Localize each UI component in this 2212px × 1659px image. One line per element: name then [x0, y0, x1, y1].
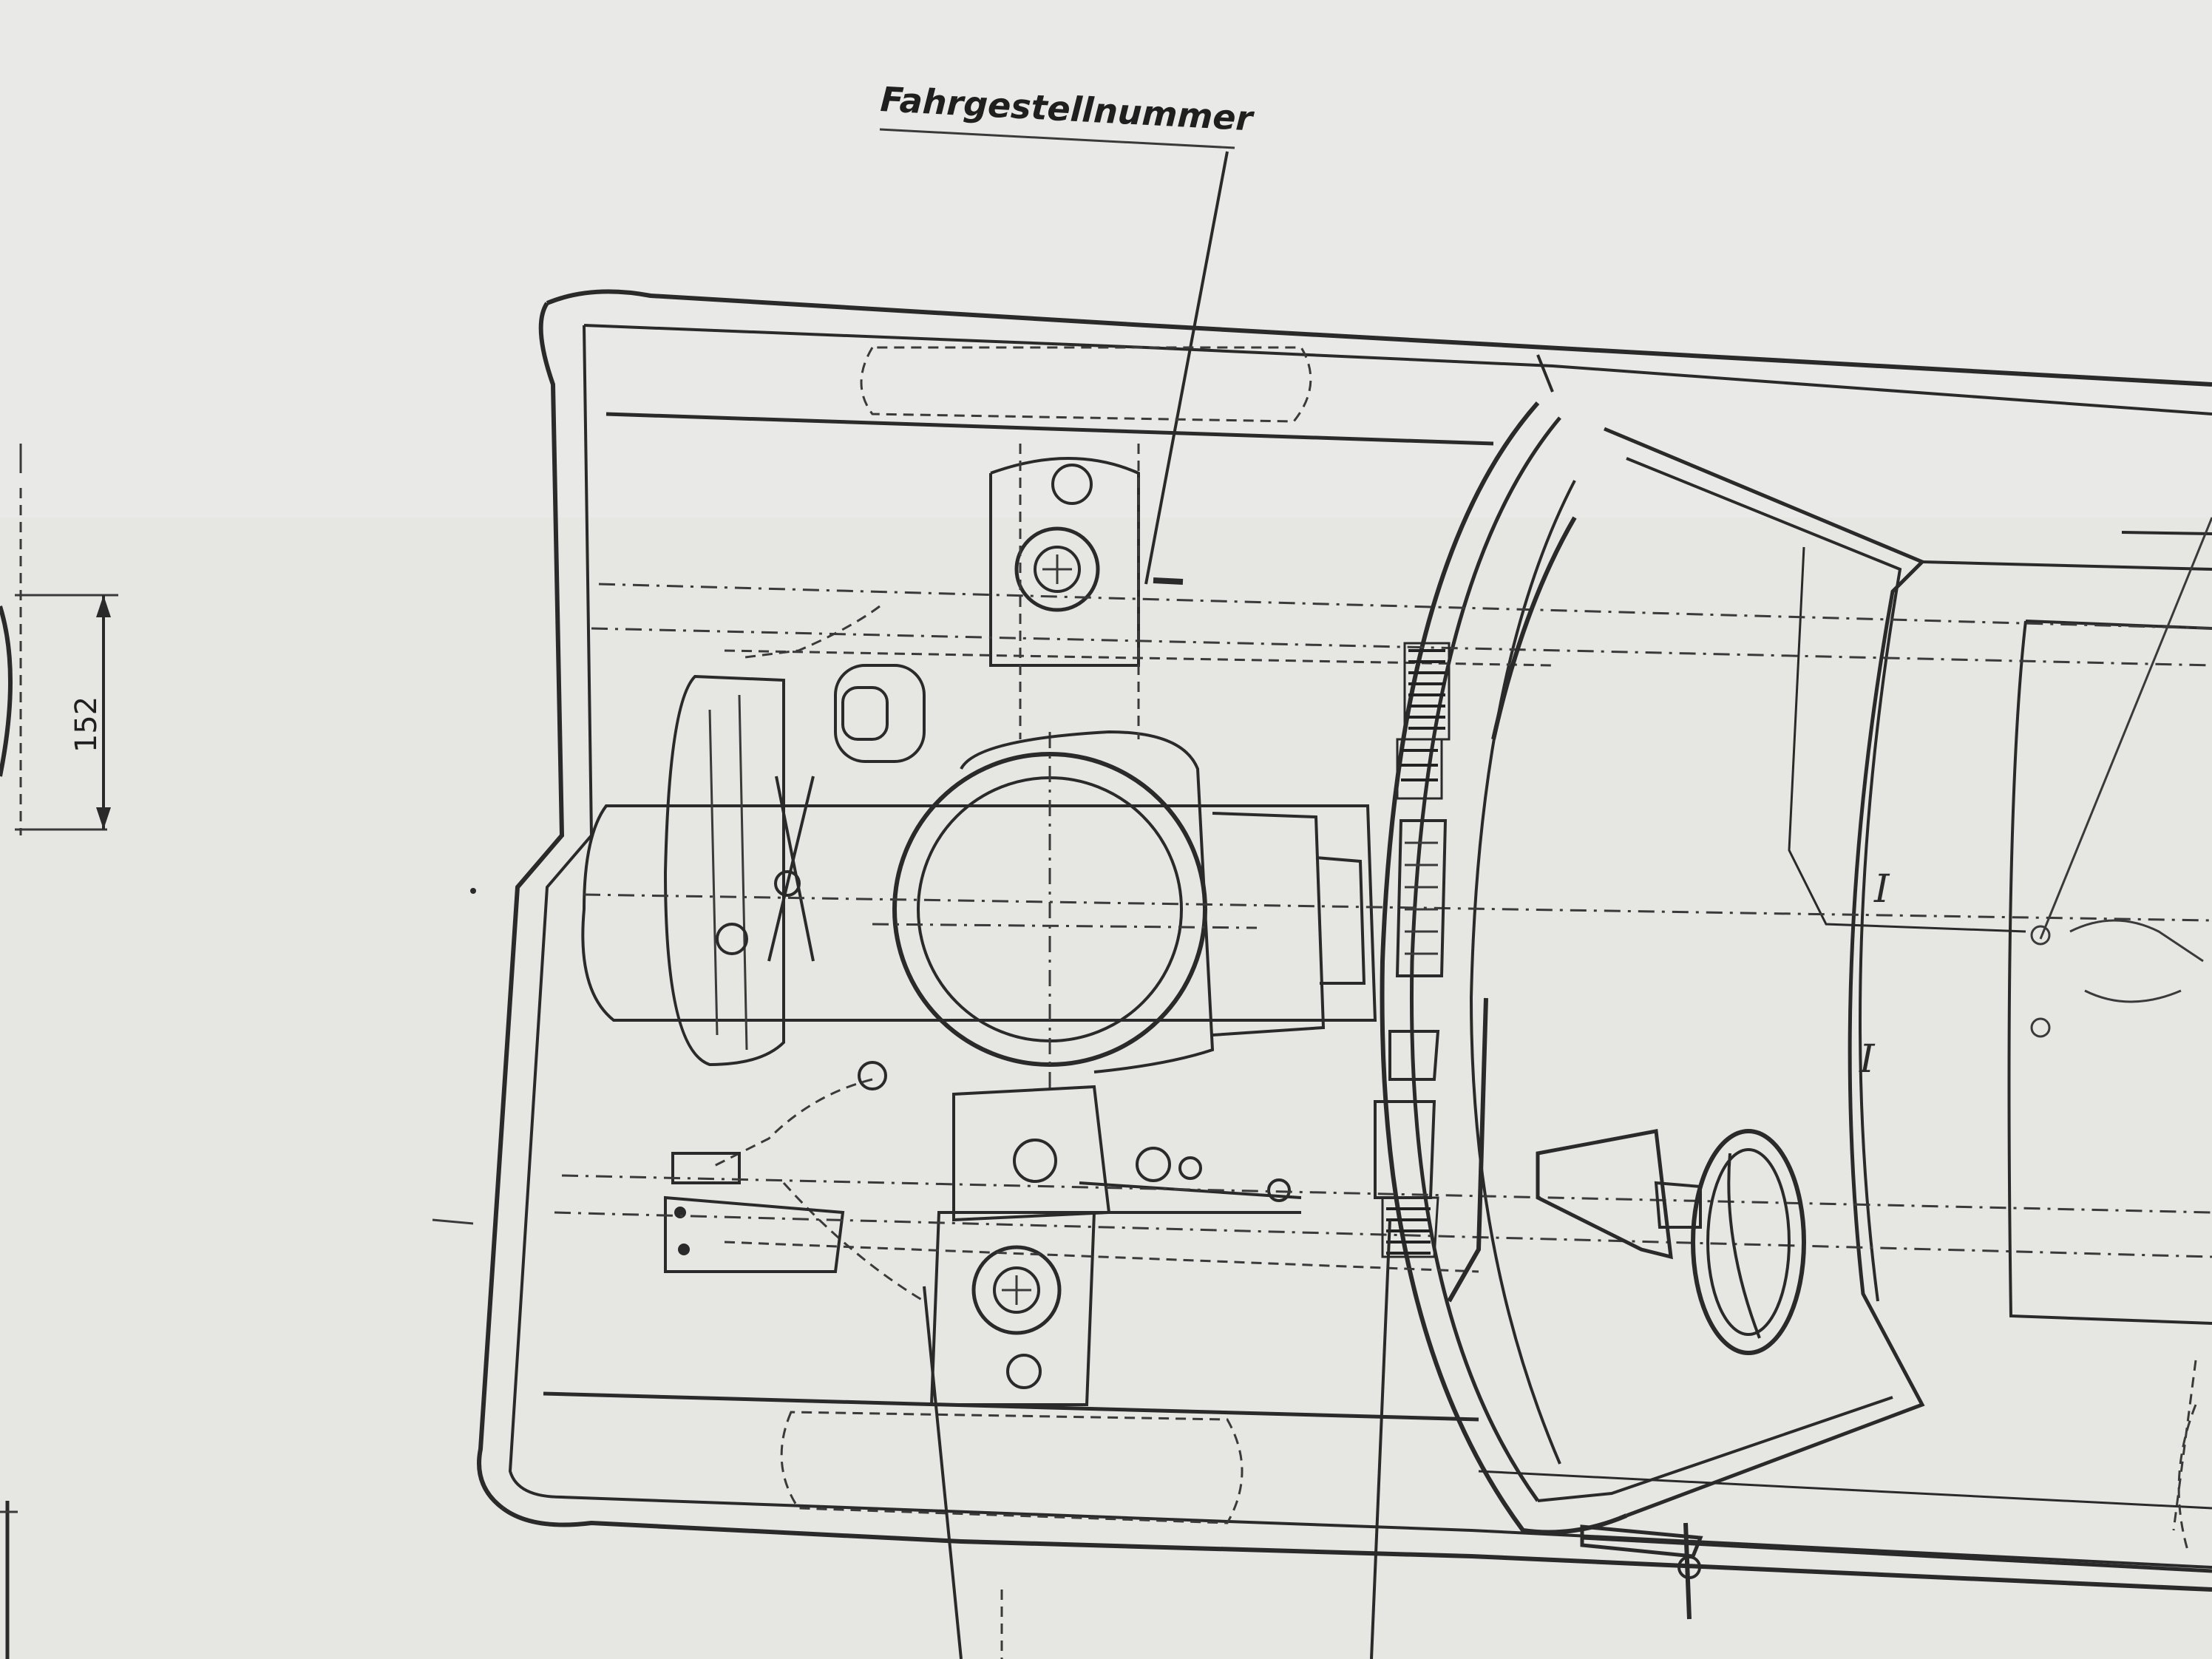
bottom-leaders: [923, 1219, 2197, 1659]
seat-marker-upper: I: [1873, 867, 1890, 912]
body-outline: [477, 289, 2212, 1592]
paper-highlight: [0, 0, 2212, 518]
steering-wheel: [1536, 1129, 1806, 1355]
tyres: [780, 346, 2197, 1531]
dimension-detail: 152: [0, 444, 476, 1659]
dimension-152-label: 152: [69, 696, 104, 753]
engine-assembly: [663, 444, 1366, 1406]
windscreen-frame: [1380, 401, 2212, 1535]
seat-markers: I I: [1859, 517, 2212, 1082]
seat-marker-lower: I: [1859, 1037, 1876, 1082]
centre-lines: [554, 583, 2212, 1273]
cowl-vent: [1374, 516, 1577, 1303]
